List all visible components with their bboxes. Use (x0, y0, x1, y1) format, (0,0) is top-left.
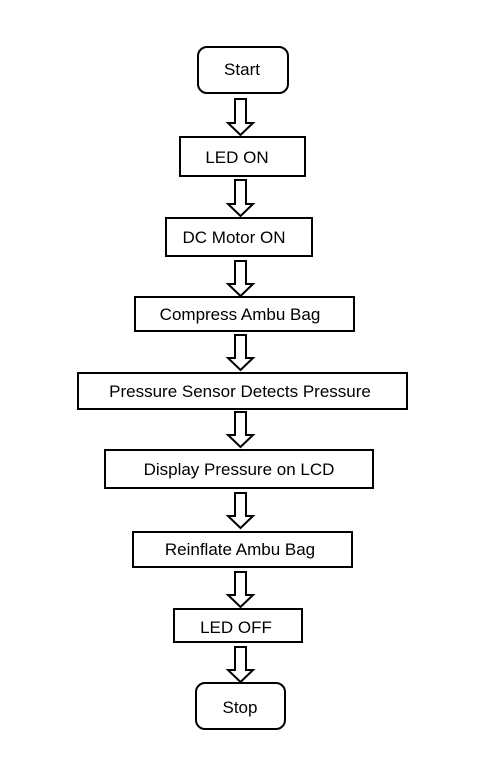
led-on-label: LED ON (205, 148, 268, 167)
flow-arrow-2 (225, 179, 256, 218)
reinflate-ambu-bag-label: Reinflate Ambu Bag (165, 540, 315, 559)
start-label: Start (224, 60, 260, 79)
flow-arrow-8 (225, 646, 256, 684)
flow-step-pressure-sensor: Pressure Sensor Detects Pressure (77, 372, 408, 410)
dc-motor-on-label: DC Motor ON (183, 228, 286, 247)
flow-arrow-6 (225, 492, 256, 530)
compress-ambu-bag-process-box (134, 296, 355, 332)
display-pressure-process-box (104, 449, 374, 489)
flow-step-start: Start (197, 46, 289, 94)
flow-step-dc-motor-on: DC Motor ON (165, 217, 313, 257)
flow-step-led-off: LED OFF (173, 608, 303, 643)
flow-step-display-pressure: Display Pressure on LCD (104, 449, 374, 489)
flow-arrow-3 (225, 260, 256, 298)
stop-label: Stop (223, 698, 258, 717)
stop-terminal-shape (195, 682, 286, 730)
led-off-process-box (173, 608, 303, 643)
pressure-sensor-process-box (77, 372, 408, 410)
display-pressure-label: Display Pressure on LCD (144, 460, 335, 479)
compress-ambu-bag-label: Compress Ambu Bag (160, 305, 321, 324)
start-terminal-shape (197, 46, 289, 94)
flow-step-compress-ambu-bag: Compress Ambu Bag (134, 296, 355, 332)
dc-motor-on-process-box (165, 217, 313, 257)
flow-arrow-5 (225, 411, 256, 449)
reinflate-ambu-bag-process-box (132, 531, 353, 568)
led-off-label: LED OFF (200, 618, 272, 637)
flow-arrow-4 (225, 334, 256, 372)
flow-step-stop: Stop (195, 682, 286, 730)
pressure-sensor-label: Pressure Sensor Detects Pressure (109, 382, 371, 401)
flow-step-led-on: LED ON (179, 136, 306, 177)
flow-arrow-1 (225, 98, 256, 137)
flow-step-reinflate-ambu-bag: Reinflate Ambu Bag (132, 531, 353, 568)
led-on-process-box (179, 136, 306, 177)
flow-arrow-7 (225, 571, 256, 609)
